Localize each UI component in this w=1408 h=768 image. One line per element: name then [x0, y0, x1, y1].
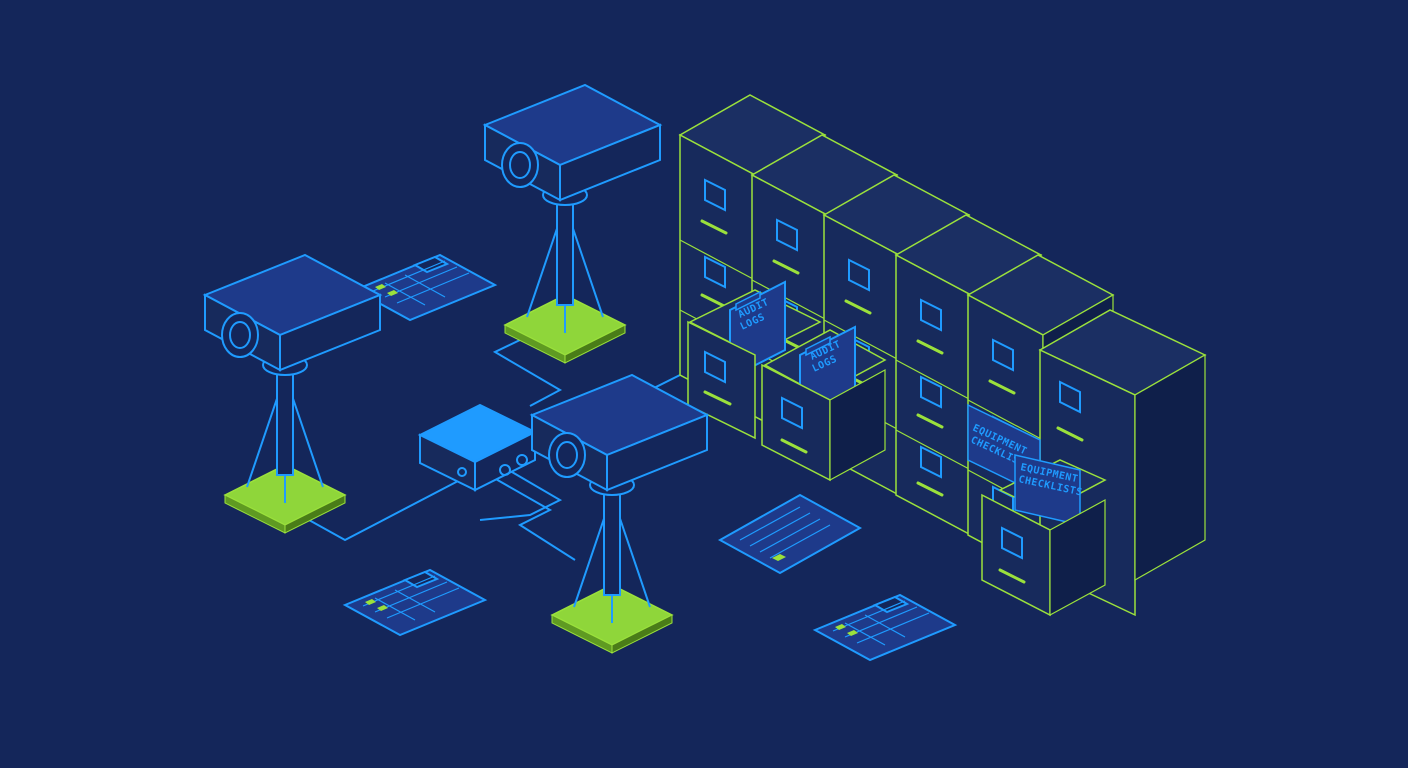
- security-camera-icon: [531, 374, 708, 654]
- security-camera-icon: [204, 254, 381, 534]
- checklist-clipboard-icon: [814, 594, 956, 661]
- open-drawer-equipment-2: EQUIPMENT CHECKLISTS: [981, 454, 1107, 617]
- network-hub-icon: [417, 403, 538, 492]
- open-drawer-audit-2: AUDIT LOGS: [761, 326, 887, 482]
- security-camera-icon: [484, 84, 661, 364]
- open-drawer-audit-1: AUDIT LOGS: [687, 281, 822, 440]
- document-clipboard-icon: [717, 493, 863, 575]
- filing-cabinets: [678, 93, 1207, 617]
- checklist-clipboard-icon: [344, 569, 486, 636]
